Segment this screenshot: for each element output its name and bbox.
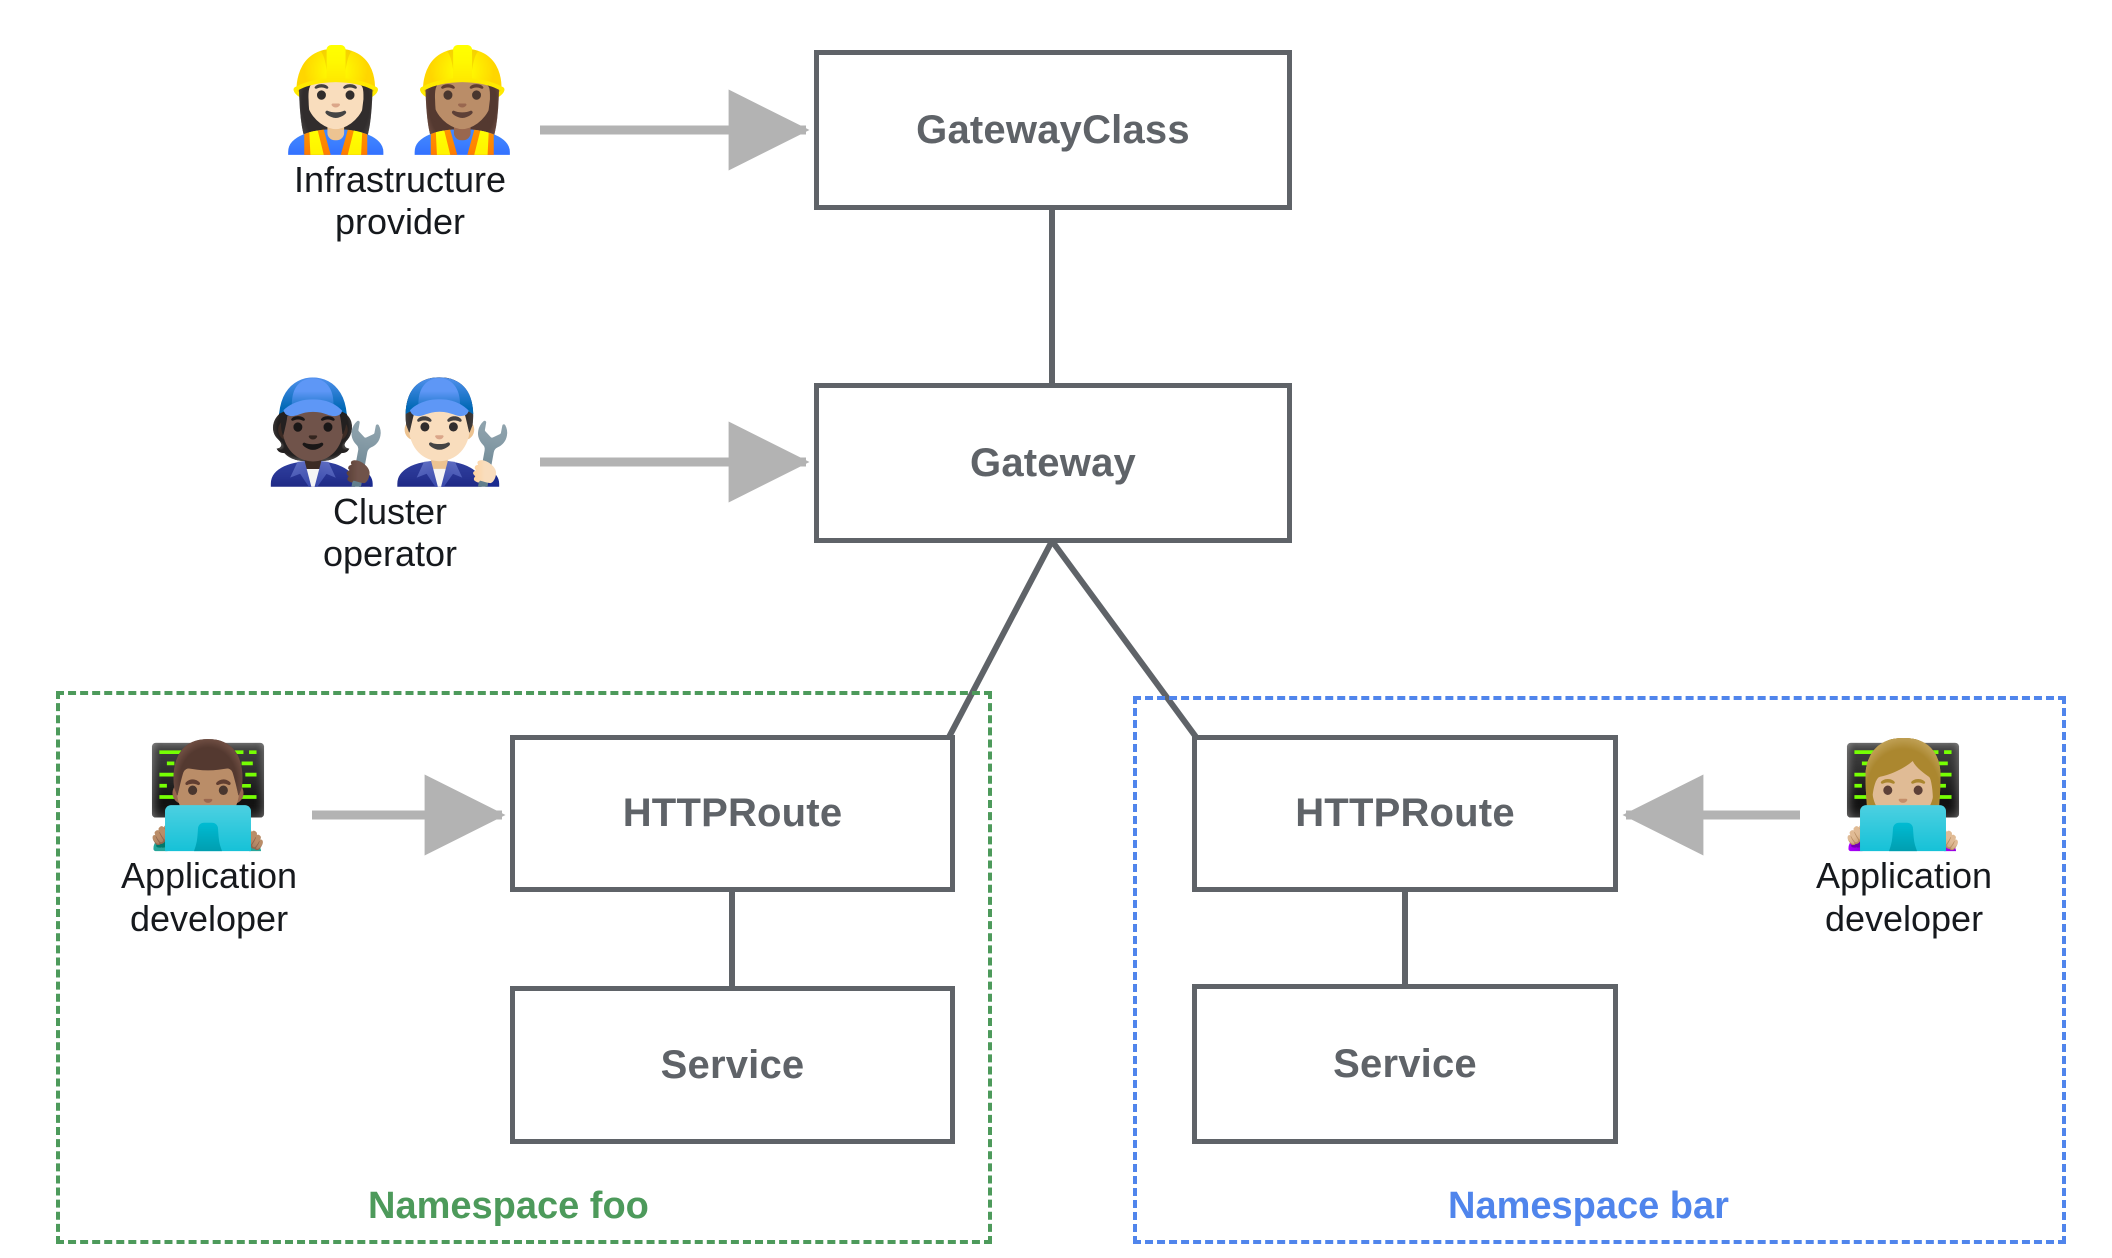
application-developer-bar-caption: Application developer: [1815, 855, 1993, 939]
actor-application-developer-foo: 👨🏽‍💻 Application developer: [95, 738, 323, 940]
httproute-foo-label: HTTPRoute: [622, 791, 843, 835]
httproute-bar-label: HTTPRoute: [1295, 791, 1515, 835]
namespace-foo-boundary: [56, 691, 992, 1244]
infrastructure-provider-caption: Infrastructure provider: [293, 159, 507, 243]
application-developer-foo-caption: Application developer: [120, 855, 298, 939]
service-bar-label: Service: [1333, 1041, 1477, 1086]
gateway-label: Gateway: [970, 440, 1136, 485]
link-gateway-httproute-foo: [946, 539, 1055, 739]
service-foo-label: Service: [660, 1042, 805, 1087]
httproute-bar-box[interactable]: HTTPRoute: [1192, 735, 1618, 892]
gatewayclass-label: GatewayClass: [916, 107, 1190, 152]
cluster-operator-caption: Cluster operator: [322, 491, 458, 575]
namespace-bar-label: Namespace bar: [1448, 1185, 1729, 1227]
actor-infrastructure-provider: 👷🏻‍♀️👷🏽‍♀️ Infrastructure provider: [272, 48, 528, 244]
gateway-box[interactable]: Gateway: [814, 383, 1292, 543]
construction-worker-emoji: 👷🏻‍♀️👷🏽‍♀️: [273, 44, 527, 156]
gatewayclass-box[interactable]: GatewayClass: [814, 50, 1292, 210]
actor-application-developer-bar: 👩🏼‍💻 Application developer: [1790, 738, 2018, 940]
httproute-foo-box[interactable]: HTTPRoute: [510, 735, 955, 892]
technologist-emoji: 👨🏽‍💻: [144, 738, 274, 852]
link-gateway-httproute-bar: [1049, 539, 1199, 739]
namespace-bar-boundary: [1133, 696, 2066, 1244]
technologist-emoji: 👩🏼‍💻: [1839, 738, 1969, 852]
actor-cluster-operator: 🧑🏿‍🔧👨🏻‍🔧 Cluster operator: [262, 380, 518, 576]
service-bar-box[interactable]: Service: [1192, 984, 1618, 1144]
mechanic-emoji: 🧑🏿‍🔧👨🏻‍🔧: [263, 376, 517, 488]
service-foo-box[interactable]: Service: [510, 986, 955, 1144]
namespace-foo-label: Namespace foo: [368, 1185, 649, 1227]
